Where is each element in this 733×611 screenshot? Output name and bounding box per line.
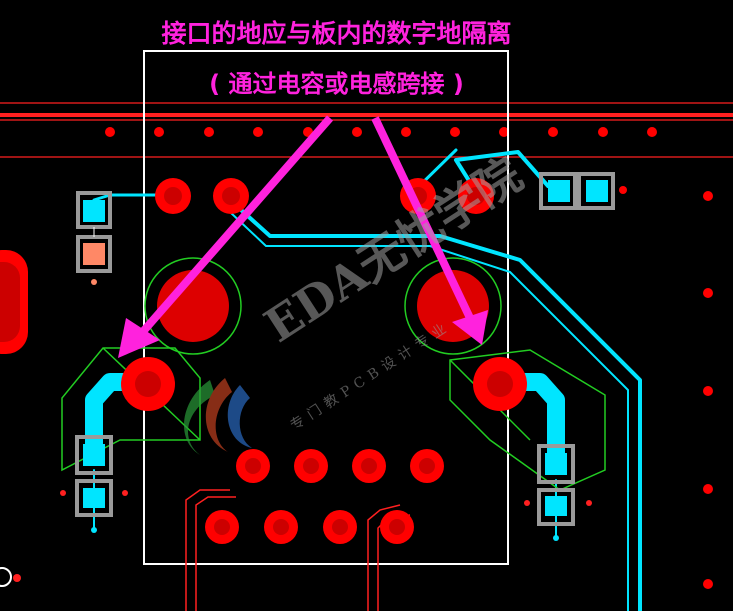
left-bottom-component [60, 435, 128, 533]
annotation-arrows [118, 115, 488, 358]
left-top-component [76, 191, 112, 285]
corner-ring [0, 567, 12, 587]
connector-outline [143, 50, 509, 565]
watermark-logo-icon [183, 378, 252, 455]
via-dots [105, 127, 713, 589]
annotation-subtitle: ( 通过电容或电感跨接 ) [209, 70, 464, 98]
annotation-title: 接口的地应与板内的数字地隔离 [161, 19, 512, 48]
top-red-traces [0, 102, 733, 158]
right-bottom-component [524, 444, 592, 541]
right-top-component [539, 172, 615, 210]
mounting-pads [157, 270, 489, 342]
bottom-red-traces [185, 489, 411, 611]
